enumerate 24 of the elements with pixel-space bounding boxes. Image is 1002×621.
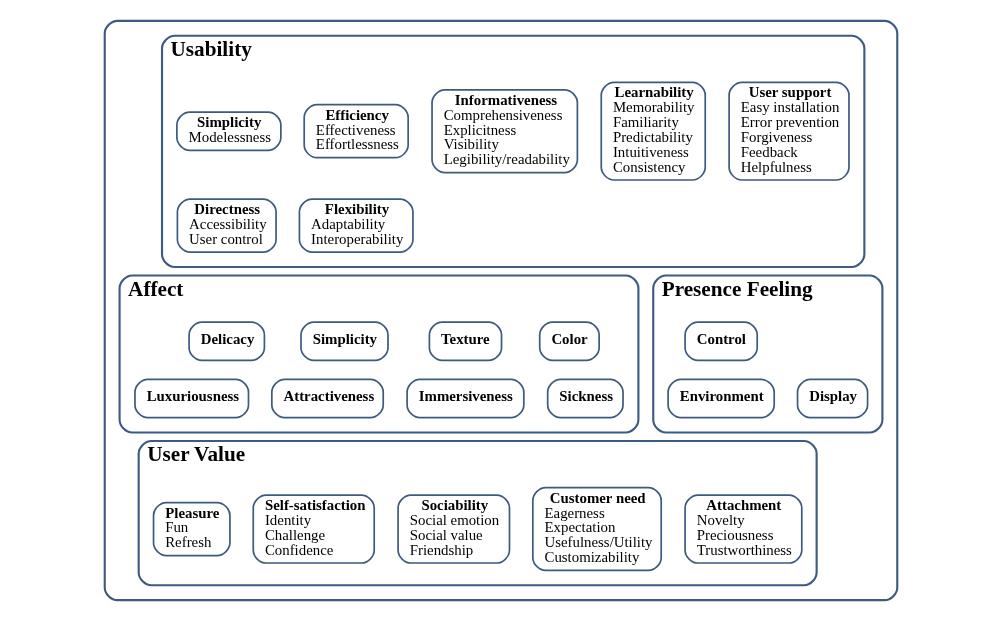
node-box: Environment xyxy=(667,378,776,419)
node-box: Customer need Eagerness Expectation Usefulness/Utility Customizability xyxy=(532,486,663,572)
node-box: Learnability Memorability Familiarity Predictability Intuitiveness Consistency xyxy=(600,81,707,181)
cluster xyxy=(103,19,899,602)
node-box: Self-satisfaction Identity Challenge Confidence xyxy=(252,494,376,564)
node-box: Control xyxy=(684,321,759,362)
node-box: Luxuriousness xyxy=(134,378,250,419)
node-box: Immersiveness xyxy=(406,378,525,419)
node-box: Delicacy xyxy=(188,321,266,362)
node-box: Attractiveness xyxy=(270,378,385,419)
node-box: Attachment Novelty Preciousness Trustworthiness xyxy=(684,494,803,564)
node-box: Display xyxy=(796,378,869,419)
node-box: User support Easy installation Error prevention Forgiveness Feedback Helpfulness xyxy=(728,81,850,181)
node-box: Efficiency Effectiveness Effortlessness xyxy=(303,103,410,159)
node-box: Directness Accessibility User control xyxy=(176,198,277,253)
node-box: Sickness xyxy=(546,378,624,419)
node-box: Simplicity Modelessness xyxy=(176,111,282,152)
node-box: Sociability Social emotion Social value Friendship xyxy=(397,494,511,564)
node-box: Color xyxy=(538,321,600,362)
node-box: Simplicity xyxy=(300,321,389,362)
node-box: Texture xyxy=(428,321,503,362)
node-box: Informativeness Comprehensiveness Explicitness Visibility Legibility/readability xyxy=(431,88,579,174)
node-box: Pleasure Fun Refresh xyxy=(152,501,231,557)
node-box: Flexibility Adaptability Interoperability xyxy=(298,198,414,253)
